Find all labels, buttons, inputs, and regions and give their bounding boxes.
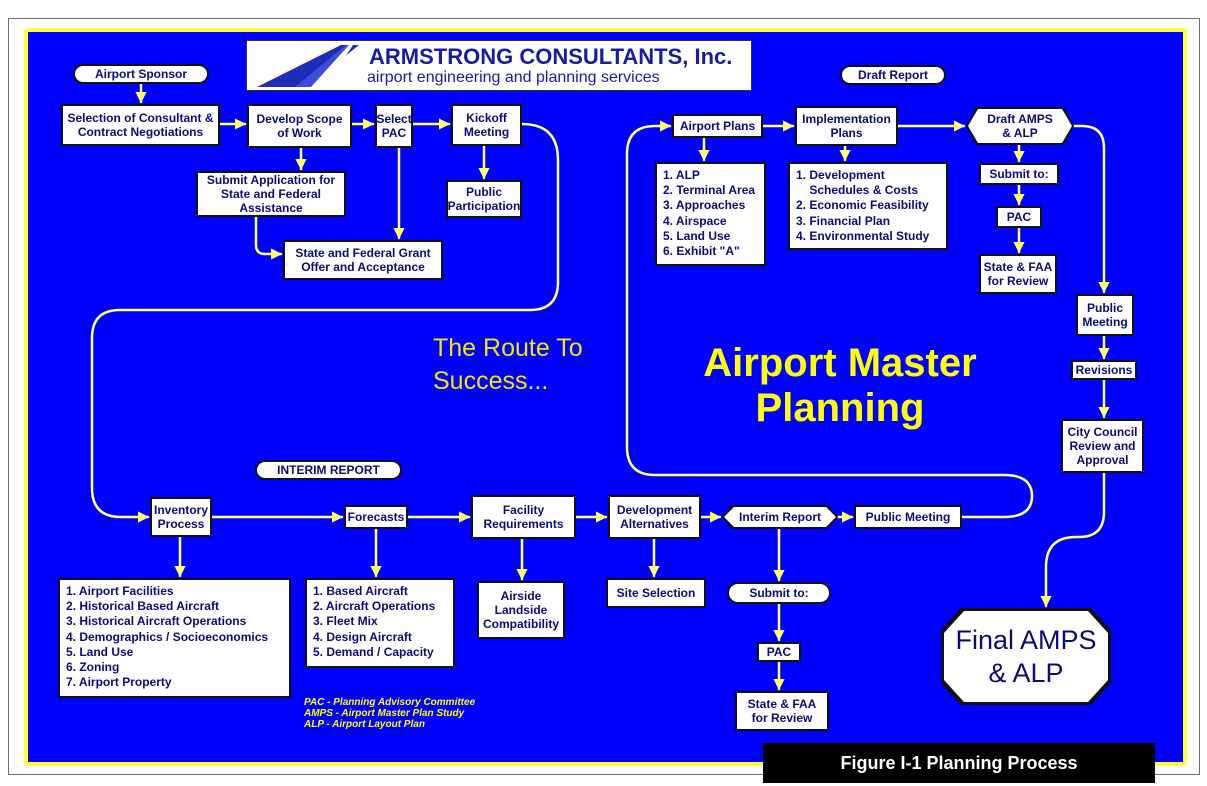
inventory-item: 3. Historical Aircraft Operations xyxy=(66,614,247,629)
step-inventory-process: Inventory Process xyxy=(150,497,212,537)
phase-interim-report: INTERIM REPORT xyxy=(255,460,402,480)
implementation-item: 3. Financial Plan xyxy=(796,213,891,228)
logo-tagline: airport engineering and planning service… xyxy=(367,69,660,86)
airport-plans-item: 3. Approaches xyxy=(663,198,746,213)
inventory-list: 1. Airport Facilities 2. Historical Base… xyxy=(58,578,291,698)
step-draft-public-meeting: Public Meeting xyxy=(1076,294,1134,336)
step-interim-report: Interim Report xyxy=(724,507,836,527)
diagram-board: ARMSTRONG CONSULTANTS, Inc. airport engi… xyxy=(24,28,1187,766)
forecast-item: 3. Fleet Mix xyxy=(313,614,378,629)
inventory-item: 4. Demographics / Socioeconomics xyxy=(66,629,269,644)
step-develop-scope: Develop Scope of Work xyxy=(247,104,352,148)
diagram-title: Airport Master Planning xyxy=(703,341,977,430)
inventory-item: 6. Zoning xyxy=(66,660,120,675)
connector-layer xyxy=(90,82,1110,691)
step-kickoff-meeting: Kickoff Meeting xyxy=(451,104,522,146)
line-council-to-final xyxy=(1040,471,1106,608)
airport-plans-item: 5. Land Use xyxy=(663,228,731,243)
line-draft-to-public-meeting xyxy=(1072,124,1110,294)
implementation-plans-list: 1. Development Schedules & Costs 2. Econ… xyxy=(788,162,948,250)
step-interim-state-faa-review: State & FAA for Review xyxy=(735,691,829,731)
step-select-pac: Select PAC xyxy=(375,104,413,148)
logo-company-name: ARMSTRONG CONSULTANTS, Inc. xyxy=(369,44,733,69)
step-development-alternatives: Development Alternatives xyxy=(608,495,701,539)
step-state-federal-grant: State and Federal Grant Offer and Accept… xyxy=(283,240,443,280)
step-city-council-review: City Council Review and Approval xyxy=(1061,419,1144,473)
step-facility-requirements: Facility Requirements xyxy=(471,495,576,539)
line-public-meeting-to-airport-plans xyxy=(625,120,1034,519)
forecast-item: 5. Demand / Capacity xyxy=(313,644,434,659)
step-selection-of-consultant: Selection of Consultant & Contract Negot… xyxy=(61,104,220,146)
phase-airport-sponsor: Airport Sponsor xyxy=(73,64,209,84)
step-site-selection: Site Selection xyxy=(606,578,706,608)
inventory-item: 1. Airport Facilities xyxy=(66,584,174,598)
step-interim-submit-to: Submit to: xyxy=(727,582,831,604)
step-public-meeting: Public Meeting xyxy=(854,505,962,529)
step-submit-application: Submit Application for State and Federal… xyxy=(196,171,346,217)
line-route-to-inventory xyxy=(90,122,560,523)
step-implementation-plans: Implementation Plans xyxy=(795,106,898,146)
runway-perspective-icon xyxy=(257,45,359,87)
step-public-participation: Public Participation xyxy=(446,180,522,218)
airport-plans-item: 1. ALP xyxy=(663,168,700,182)
implementation-item: Schedules & Costs xyxy=(796,183,919,198)
step-draft-amps-alp: Draft AMPS & ALP xyxy=(968,109,1072,143)
step-draft-pac: PAC xyxy=(996,206,1042,228)
step-airside-landside: Airside Landside Compatibility xyxy=(477,581,565,639)
implementation-item: 4. Environmental Study xyxy=(796,228,930,243)
inventory-item: 2. Historical Based Aircraft xyxy=(66,599,219,614)
step-forecasts: Forecasts xyxy=(344,505,408,529)
legend-entry-pac: PAC - Planning Advisory Committee xyxy=(304,697,476,708)
airport-plans-list: 1. ALP 2. Terminal Area 3. Approaches 4.… xyxy=(655,162,766,266)
step-draft-submit-to: Submit to: xyxy=(979,163,1059,185)
legend-entry-alp: ALP - Airport Layout Plan xyxy=(304,719,425,730)
step-interim-pac: PAC xyxy=(757,642,801,662)
company-logo-banner: ARMSTRONG CONSULTANTS, Inc. airport engi… xyxy=(246,40,752,91)
inventory-item: 7. Airport Property xyxy=(66,675,172,690)
step-airport-plans: Airport Plans xyxy=(672,114,763,138)
legend-entry-amps: AMPS - Airport Master Plan Study xyxy=(304,708,465,719)
forecast-item: 4. Design Aircraft xyxy=(313,629,412,644)
phase-draft-report: Draft Report xyxy=(840,65,946,85)
forecasts-list: 1. Based Aircraft 2. Aircraft Operations… xyxy=(305,578,455,668)
final-amps-alp: Final AMPS & ALP xyxy=(944,611,1108,702)
abbreviation-legend: PAC - Planning Advisory Committee AMPS -… xyxy=(304,697,475,730)
forecast-item: 2. Aircraft Operations xyxy=(313,599,436,614)
inventory-item: 5. Land Use xyxy=(66,644,134,659)
airport-plans-item: 4. Airspace xyxy=(663,213,727,228)
figure-caption: Figure I-1 Planning Process xyxy=(763,743,1155,783)
airport-plans-item: 6. Exhibit "A" xyxy=(663,244,740,259)
step-revisions: Revisions xyxy=(1071,360,1137,380)
forecast-item: 1. Based Aircraft xyxy=(313,584,408,598)
line-application-to-grant xyxy=(254,215,283,260)
implementation-item: 1. Development xyxy=(796,168,885,182)
airport-plans-item: 2. Terminal Area xyxy=(663,183,756,198)
step-draft-state-faa-review: State & FAA for Review xyxy=(979,254,1057,294)
implementation-item: 2. Economic Feasibility xyxy=(796,198,929,213)
tagline-route-to-success: The Route To Success... xyxy=(433,334,583,395)
